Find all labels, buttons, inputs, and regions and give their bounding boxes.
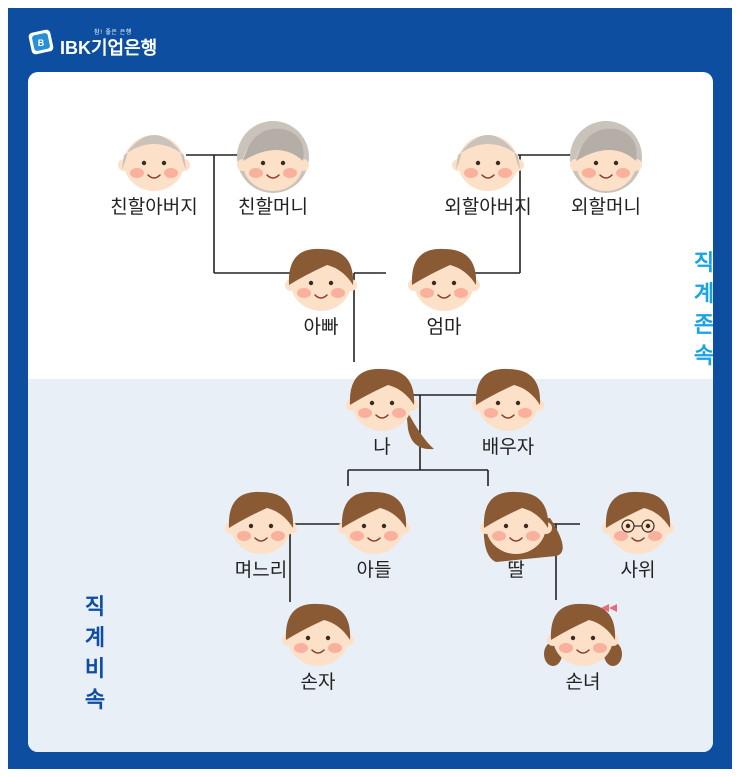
person-label-maternal-grandfather: 외할아버지 [444,196,532,218]
person-label-maternal-grandmother: 외할머니 [571,196,641,218]
person-label-father: 아빠 [303,316,339,338]
logo-slogan: 참! 좋은 은행 [94,29,132,36]
person-label-paternal-grandfather: 친할아버지 [110,196,198,218]
person-label-paternal-grandmother: 친할머니 [238,196,308,218]
person-label-granddaughter: 손녀 [565,671,601,693]
svg-text:B: B [38,38,45,48]
grandmother-face-icon [570,121,642,193]
person-label-me: 나 [373,436,391,458]
ibk-logo: B 참! 좋은 은행 IBK기업은행 [28,25,157,59]
woman-ponytail-face-icon [346,368,434,450]
ascendants-label: 직 계 존 속 [689,248,713,372]
ascendants-char-2: 계 [693,282,713,307]
ascendants-char-4: 속 [693,344,713,369]
person-label-spouse: 배우자 [481,436,535,458]
person-label-daughter: 딸 [507,559,525,581]
girl-pigtails-face-icon [544,603,622,666]
woman-face-icon [408,248,480,311]
logo-brand-latin: IBK [60,38,91,58]
man-face-icon [285,248,357,311]
logo-brand-korean: 기업은행 [91,38,158,58]
descendants-area [28,379,713,752]
ascendants-char-1: 직 [693,251,713,276]
woman-long-hair-face-icon [480,491,563,562]
family-tree-lines [118,121,674,666]
person-label-grandson: 손자 [300,671,336,693]
person-label-son-in-law: 사위 [620,559,656,581]
grandfather-face-icon [118,135,190,191]
man-face-icon [472,368,544,431]
man-face-icon [338,491,410,554]
descendants-label: 직 계 비 속 [80,592,110,716]
person-label-daughter-in-law: 며느리 [234,559,288,581]
logo-brand: IBK기업은행 [60,34,157,60]
woman-face-icon [225,491,297,554]
person-label-son: 아들 [356,559,392,581]
ascendants-char-3: 존 [693,313,713,338]
descendants-char-1: 직 [84,595,106,620]
person-label-mother: 엄마 [426,316,462,338]
ibk-logo-icon: B [28,29,54,55]
grandmother-face-icon [237,121,309,193]
descendants-char-2: 계 [84,626,106,651]
boy-face-icon [282,603,354,666]
descendants-char-3: 비 [84,657,106,682]
man-glasses-face-icon [602,491,674,554]
grandfather-face-icon [452,135,524,191]
descendants-char-4: 속 [84,688,106,713]
